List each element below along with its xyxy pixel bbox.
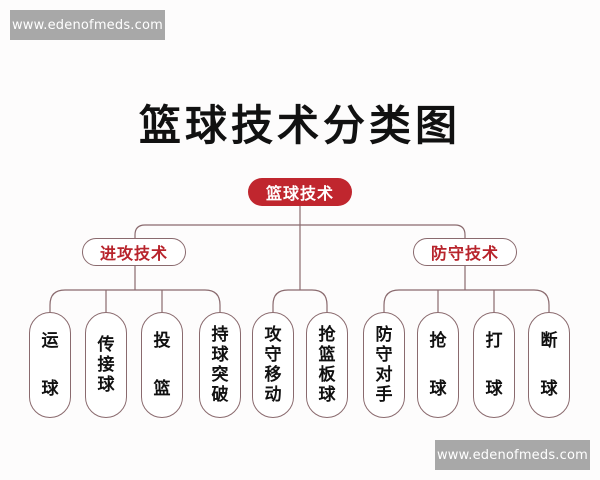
leaf-char: 球 — [97, 375, 115, 395]
leaf-char: 守 — [264, 345, 282, 365]
leaf-guard-opponent: 防 守 对 手 — [363, 312, 405, 418]
leaf-shooting: 投 篮 — [141, 312, 183, 418]
watermark-top: www.edenofmeds.com — [10, 10, 165, 40]
leaf-intercept: 断 球 — [528, 312, 570, 418]
leaf-dribble: 运 球 — [29, 312, 71, 418]
leaf-char: 球 — [485, 379, 503, 399]
leaf-char: 运 — [41, 331, 59, 351]
leaf-char: 打 — [485, 331, 503, 351]
leaf-char: 动 — [264, 385, 282, 405]
leaf-char: 球 — [211, 345, 229, 365]
leaf-drive: 持 球 突 破 — [199, 312, 241, 418]
leaf-steal: 抢 球 — [417, 312, 459, 418]
branch-offense-technique: 进攻技术 — [82, 238, 186, 266]
leaf-movement: 攻 守 移 动 — [252, 312, 294, 418]
leaf-char: 抢 — [318, 325, 336, 345]
leaf-char: 防 — [375, 325, 393, 345]
leaf-char: 板 — [318, 365, 336, 385]
leaf-char: 接 — [97, 355, 115, 375]
leaf-char: 球 — [540, 379, 558, 399]
leaf-char: 移 — [264, 365, 282, 385]
branch-defense-technique: 防守技术 — [413, 238, 517, 266]
leaf-char: 守 — [375, 345, 393, 365]
leaf-pass-catch: 传 接 球 — [85, 312, 127, 418]
leaf-char: 球 — [41, 379, 59, 399]
leaf-strip-ball: 打 球 — [473, 312, 515, 418]
leaf-char: 抢 — [429, 331, 447, 351]
diagram-title: 篮球技术分类图 — [138, 101, 461, 150]
leaf-char: 持 — [211, 325, 229, 345]
leaf-char: 球 — [429, 379, 447, 399]
leaf-char: 对 — [375, 365, 393, 385]
leaf-char: 突 — [211, 365, 229, 385]
leaf-char: 手 — [375, 385, 393, 405]
leaf-rebound: 抢 篮 板 球 — [306, 312, 348, 418]
leaf-char: 投 — [153, 331, 171, 351]
leaf-char: 破 — [211, 385, 229, 405]
leaf-char: 传 — [97, 335, 115, 355]
leaf-char: 篮 — [318, 345, 336, 365]
leaf-char: 球 — [318, 385, 336, 405]
leaf-char: 攻 — [264, 325, 282, 345]
leaf-char: 篮 — [153, 379, 171, 399]
watermark-bottom: www.edenofmeds.com — [435, 440, 590, 470]
root-node-basketball-technique: 篮球技术 — [248, 178, 352, 206]
leaf-char: 断 — [540, 331, 558, 351]
